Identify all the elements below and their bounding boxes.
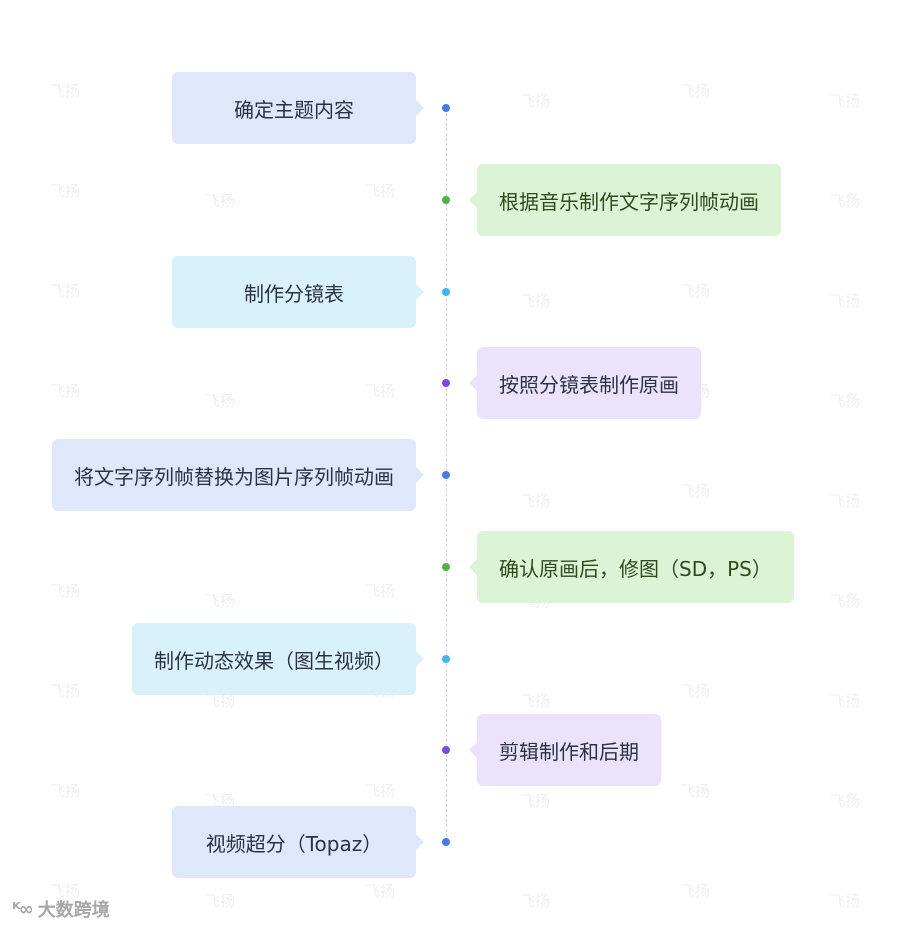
- timeline-step-card: 剪辑制作和后期: [469, 714, 661, 786]
- timeline-dot: [442, 288, 450, 296]
- timeline-step-label: 视频超分（Topaz）: [205, 831, 383, 856]
- timeline-dot: [442, 471, 450, 479]
- card-pointer: [416, 834, 424, 850]
- timeline-step-card: 确认原画后，修图（SD，PS）: [469, 531, 794, 603]
- timeline-dot: [442, 746, 450, 754]
- timeline-dot: [442, 563, 450, 571]
- card-pointer: [416, 284, 424, 300]
- timeline-dot: [442, 104, 450, 112]
- timeline-step-label: 确定主题内容: [234, 97, 354, 122]
- card-pointer: [469, 742, 477, 758]
- timeline-step-label: 根据音乐制作文字序列帧动画: [499, 189, 759, 214]
- timeline-step-card: 制作动态效果（图生视频）: [132, 623, 424, 695]
- card-pointer: [416, 100, 424, 116]
- timeline-step-card: 根据音乐制作文字序列帧动画: [469, 164, 781, 236]
- brand-logo-icon: ᴷ∞: [12, 898, 34, 920]
- timeline-step-label: 将文字序列帧替换为图片序列帧动画: [74, 464, 394, 489]
- timeline-step-card: 视频超分（Topaz）: [172, 806, 424, 878]
- timeline-step-card: 将文字序列帧替换为图片序列帧动画: [52, 439, 424, 511]
- timeline-step-card: 按照分镜表制作原画: [469, 347, 701, 419]
- timeline-dot: [442, 655, 450, 663]
- card-pointer: [469, 375, 477, 391]
- timeline-dot: [442, 379, 450, 387]
- timeline-step-label: 制作分镜表: [244, 281, 344, 306]
- timeline-dot: [442, 196, 450, 204]
- timeline-step-label: 确认原画后，修图（SD，PS）: [499, 556, 772, 581]
- timeline-dot: [442, 838, 450, 846]
- card-pointer: [469, 192, 477, 208]
- timeline-step-card: 确定主题内容: [172, 72, 424, 144]
- brand-text: 大数跨境: [37, 900, 110, 921]
- card-pointer: [416, 651, 424, 667]
- brand-watermark: ᴷ∞ 大数跨境: [12, 896, 110, 922]
- timeline-step-label: 按照分镜表制作原画: [499, 372, 679, 397]
- card-pointer: [416, 467, 424, 483]
- card-pointer: [469, 559, 477, 575]
- timeline-step-label: 剪辑制作和后期: [499, 739, 639, 764]
- timeline-step-card: 制作分镜表: [172, 256, 424, 328]
- timeline-step-label: 制作动态效果（图生视频）: [154, 648, 394, 673]
